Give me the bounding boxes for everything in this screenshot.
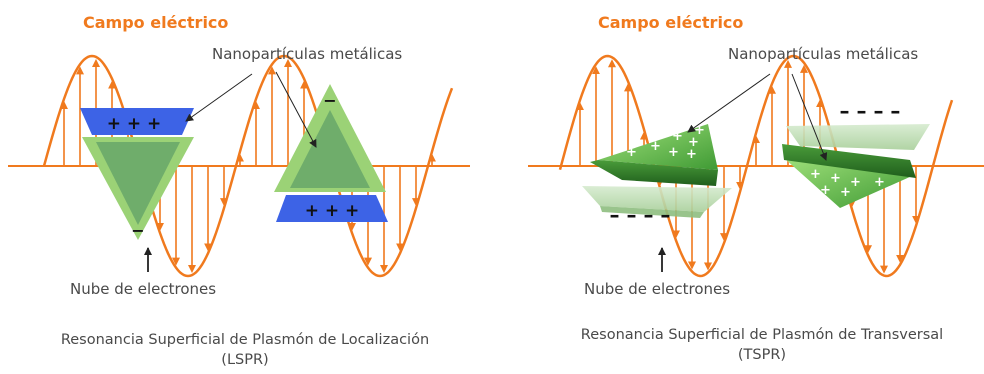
right-caption: Resonancia Superficial de Plasmón de Tra… — [540, 325, 984, 365]
right-prism-left-top — [598, 124, 718, 170]
plus-sign: + — [626, 145, 637, 160]
plus-sign: + — [850, 175, 861, 190]
right-cloud-label: Nube de electrones — [584, 280, 731, 298]
plus-sign: + — [820, 183, 831, 198]
plus-sign: + — [672, 129, 683, 144]
right-pointer-arrow-1 — [687, 73, 771, 133]
right-minus-signs-right: – – – – — [840, 99, 901, 123]
right-plus-signs-right: +++++++ — [806, 167, 885, 202]
right-prism-left-side — [590, 160, 718, 186]
plus-sign: + — [686, 147, 697, 162]
right-prism-right-side — [782, 144, 916, 178]
left-caption-line2: (LSPR) — [221, 352, 269, 368]
left-pointer-arrow-1 — [185, 73, 253, 122]
plus-sign: + — [840, 185, 851, 200]
left-triangle-down-inner — [96, 142, 180, 225]
left-pointer-arrow-2 — [275, 71, 317, 148]
right-panel: +++++++ – – – – +++++++ – – – – — [528, 54, 984, 278]
left-minus-sign-bottom: − — [131, 221, 144, 240]
plus-sign: + — [650, 139, 661, 154]
right-minus-signs-left: – – – – — [610, 203, 671, 227]
right-nanoparticles-label: Nanopartículas metálicas — [728, 45, 919, 63]
left-field-label: Campo eléctrico — [83, 13, 229, 32]
right-prism-ghost-right — [786, 124, 930, 150]
right-prism-ghost-left — [582, 186, 732, 212]
plus-sign: + — [668, 145, 679, 160]
right-sine-wave — [558, 54, 954, 278]
right-caption-line1: Resonancia Superficial de Plasmón de Tra… — [580, 327, 944, 343]
plus-sign: + — [688, 135, 699, 150]
plus-sign: + — [830, 171, 841, 186]
left-caption-line1: Resonancia Superficial de Plasmón de Loc… — [60, 332, 430, 348]
left-blue-band-bottom — [276, 195, 388, 222]
left-plus-signs-bottom: + + + — [305, 201, 360, 221]
left-cloud-label: Nube de electrones — [70, 280, 217, 298]
left-blue-band-top — [80, 108, 194, 135]
right-prism-ghost-left-edge — [600, 206, 704, 218]
left-triangle-up-inner — [290, 110, 370, 188]
left-caption: Resonancia Superficial de Plasmón de Loc… — [20, 330, 470, 370]
right-field-label: Campo eléctrico — [598, 13, 744, 32]
left-plus-signs-top: + + + — [107, 114, 162, 134]
plus-sign: + — [810, 167, 821, 182]
right-pointer-arrow-2 — [791, 73, 828, 161]
plus-sign: + — [694, 123, 705, 138]
left-panel: + + + − + + + − — [8, 54, 470, 278]
right-plus-signs-left: +++++++ — [626, 123, 705, 162]
right-prism-right-top — [784, 158, 912, 208]
plus-sign: + — [874, 175, 885, 190]
left-minus-sign-top: − — [323, 91, 336, 110]
left-sine-wave — [42, 54, 454, 278]
right-caption-line2: (TSPR) — [737, 347, 787, 363]
plus-sign: + — [806, 187, 817, 202]
left-nanoparticles-label: Nanopartículas metálicas — [212, 45, 403, 63]
